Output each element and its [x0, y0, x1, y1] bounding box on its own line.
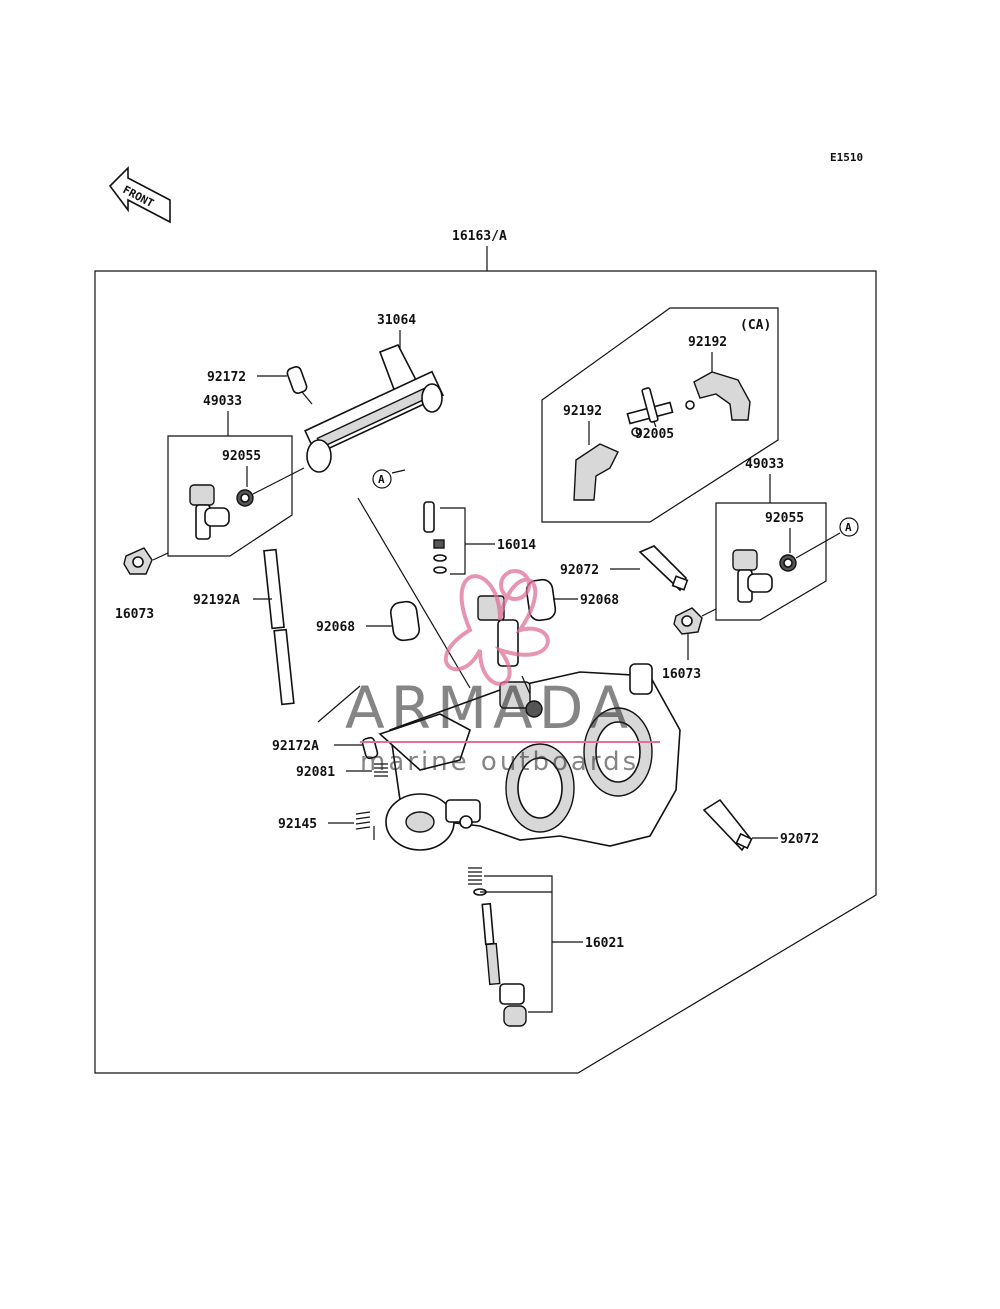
- label-92145: 92145: [278, 817, 317, 832]
- front-arrow-icon: FRONT: [108, 166, 171, 224]
- watermark-logo: [443, 569, 550, 686]
- label-49033-left: 49033: [203, 394, 242, 409]
- label-92072-top: 92072: [560, 563, 599, 578]
- label-92068-left: 92068: [316, 620, 355, 635]
- diagram-code: E1510: [830, 151, 863, 164]
- injector-left: [189, 484, 230, 540]
- spring-92145: [355, 811, 371, 830]
- throttle-pulley: [385, 793, 481, 851]
- label-92005: 92005: [635, 427, 674, 442]
- label-31064: 31064: [377, 313, 416, 328]
- label-92081: 92081: [296, 765, 335, 780]
- ref-marker-a-right: A: [845, 521, 852, 534]
- watermark-title: ARMADA: [345, 674, 634, 742]
- t-fitting: [626, 387, 695, 437]
- label-49033-right: 49033: [745, 457, 784, 472]
- grommet-right: [673, 607, 703, 635]
- pin-92172: [286, 365, 313, 405]
- label-92055-left: 92055: [222, 449, 261, 464]
- watermark-subtitle: marine outboards: [360, 747, 639, 777]
- assembly-border: [94, 270, 877, 1074]
- clamp-bottom: [702, 798, 753, 852]
- cap-left: [389, 600, 421, 642]
- label-16073-left: 16073: [115, 607, 154, 622]
- label-16021: 16021: [585, 936, 624, 951]
- assembly-label: 16163/A: [452, 229, 507, 244]
- label-92172: 92172: [207, 370, 246, 385]
- label-92172a: 92172A: [272, 739, 319, 754]
- idle-screw-16021: [468, 867, 527, 1027]
- label-92192a: 92192A: [193, 593, 240, 608]
- ca-label: (CA): [740, 318, 771, 333]
- hose-92192a: [263, 548, 295, 706]
- ca-hose-left: [573, 443, 619, 501]
- fuel-rail: [304, 343, 444, 473]
- label-92192-left: 92192: [563, 404, 602, 419]
- label-92192-top: 92192: [688, 335, 727, 350]
- clamp-top: [638, 545, 689, 592]
- label-16073-right: 16073: [662, 667, 701, 682]
- label-92068-right: 92068: [580, 593, 619, 608]
- ref-marker-a-rail: A: [378, 473, 385, 486]
- label-16014: 16014: [497, 538, 536, 553]
- injector-right: [732, 549, 773, 603]
- ca-inset-box: (CA): [541, 307, 779, 523]
- spring-92081: [374, 763, 388, 777]
- label-92055-right: 92055: [765, 511, 804, 526]
- sensor-16014: [423, 501, 447, 574]
- ca-hose-right: [693, 371, 751, 421]
- grommet-left: [123, 547, 153, 575]
- label-92072-bottom: 92072: [780, 832, 819, 847]
